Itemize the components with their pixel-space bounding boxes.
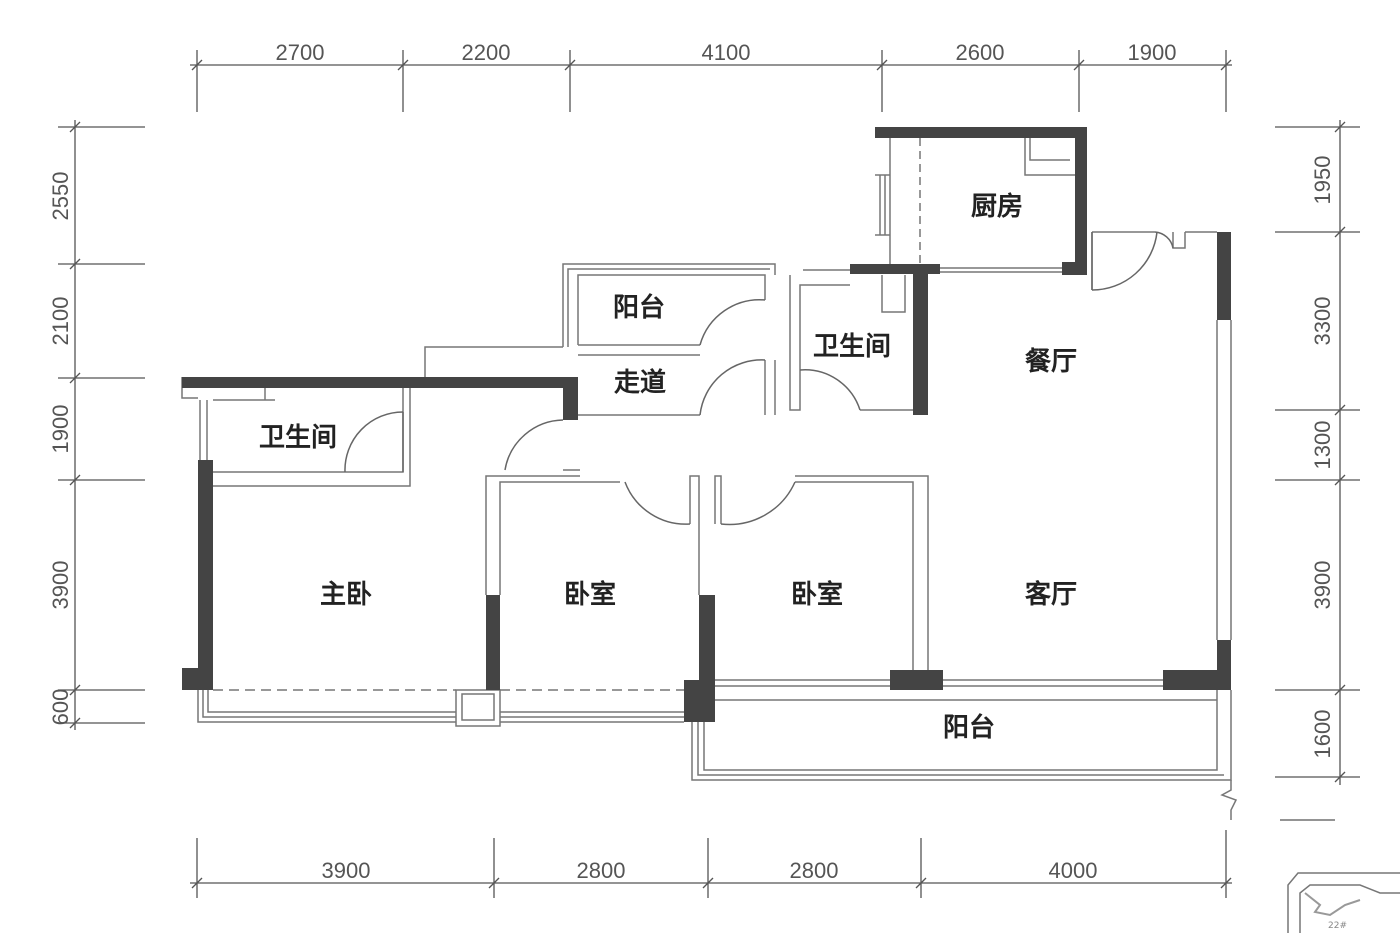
dim-right-3: 1300 xyxy=(1310,421,1335,470)
room-label-corridor: 走道 xyxy=(614,367,666,398)
room-label-living: 客厅 xyxy=(1025,579,1077,610)
dim-top-4: 2600 xyxy=(956,40,1005,65)
left-dimension-line: 2550 2100 1900 3900 600 xyxy=(48,120,145,730)
dim-left-2: 2100 xyxy=(48,297,73,346)
room-label-bedroom-1: 卧室 xyxy=(564,579,616,610)
dim-right-2: 3300 xyxy=(1310,297,1335,346)
room-label-master-bedroom: 主卧 xyxy=(320,580,372,610)
room-label-bedroom-2: 卧室 xyxy=(791,579,843,610)
dim-top-2: 2200 xyxy=(462,40,511,65)
dim-left-5: 600 xyxy=(48,689,73,726)
room-label-kitchen: 厨房 xyxy=(971,192,1023,222)
structural-walls xyxy=(182,127,1231,722)
dim-left-1: 2550 xyxy=(48,172,73,221)
dim-top-5: 1900 xyxy=(1128,40,1177,65)
dim-bottom-1: 3900 xyxy=(322,858,371,883)
room-label-master-bathroom: 卫生间 xyxy=(259,423,337,453)
right-dimension-line: 1950 3300 1300 3900 1600 xyxy=(1275,120,1360,821)
dim-right-5: 1600 xyxy=(1310,710,1335,759)
dim-bottom-2: 2800 xyxy=(577,858,626,883)
key-plan: 22# xyxy=(1287,872,1400,933)
key-plan-building-label: 22# xyxy=(1328,921,1347,931)
room-label-dining: 餐厅 xyxy=(1025,347,1077,377)
top-dimension-line: 2700 2200 4100 2600 1900 xyxy=(190,40,1232,112)
room-label-bathroom: 卫生间 xyxy=(813,332,891,362)
dim-right-1: 1950 xyxy=(1310,156,1335,205)
room-label-north-balcony: 阳台 xyxy=(613,292,665,323)
dim-top-1: 2700 xyxy=(276,40,325,65)
dim-bottom-3: 2800 xyxy=(790,858,839,883)
room-label-south-balcony: 阳台 xyxy=(943,712,995,743)
dim-bottom-4: 4000 xyxy=(1049,858,1098,883)
dim-left-3: 1900 xyxy=(48,405,73,454)
dim-right-4: 3900 xyxy=(1310,561,1335,610)
bottom-dimension-line: 3900 2800 2800 4000 xyxy=(190,830,1232,898)
dim-top-3: 4100 xyxy=(702,40,751,65)
door-swings xyxy=(344,231,1174,526)
dim-left-4: 3900 xyxy=(48,561,73,610)
